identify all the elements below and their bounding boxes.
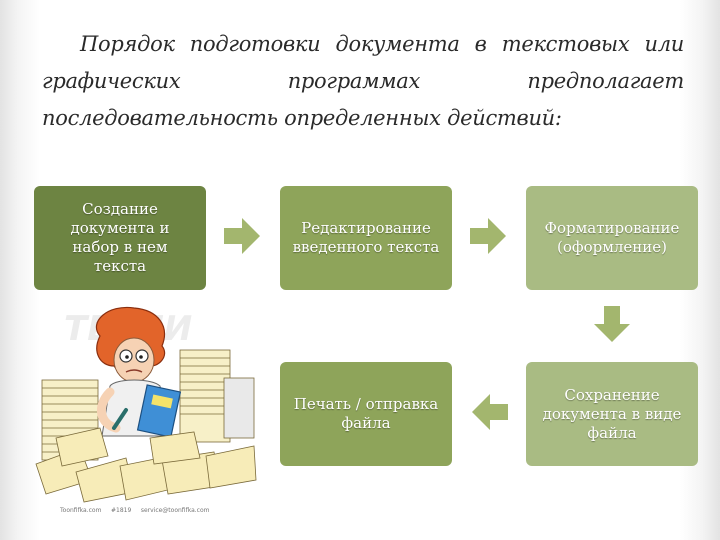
- step-edit-box: Редактирование введенного текста: [280, 186, 452, 290]
- step-edit-label: Редактирование введенного текста: [292, 219, 440, 256]
- scattered-papers-icon: [35, 427, 257, 503]
- arrow-right-icon: [470, 218, 506, 254]
- paper-stack-right-icon: [179, 349, 255, 443]
- clipart-footer: Toonfifka.com #1819 service@toonfifka.co…: [59, 507, 210, 514]
- arrow-right-icon: [224, 218, 260, 254]
- arrow-left-icon: [472, 394, 508, 430]
- step-print-label: Печать / отправка файла: [293, 395, 439, 432]
- paperwork-woman-clipart: ТЕРПИ: [35, 306, 257, 514]
- slide-heading: Порядок подготовки документа в текстовых…: [42, 32, 684, 130]
- woman-figure-icon: [95, 306, 182, 438]
- step-format-label: Форматирование (оформление): [544, 219, 680, 256]
- step-create-box: Создание документа и набор в нем текста: [34, 186, 206, 290]
- step-print-box: Печать / отправка файла: [280, 362, 452, 466]
- step-save-box: Сохранение документа в виде файла: [526, 362, 698, 466]
- step-save-label: Сохранение документа в виде файла: [542, 385, 682, 442]
- arrow-down-icon: [594, 306, 630, 342]
- step-format-box: Форматирование (оформление): [526, 186, 698, 290]
- step-create-label: Создание документа и набор в нем текста: [70, 200, 170, 275]
